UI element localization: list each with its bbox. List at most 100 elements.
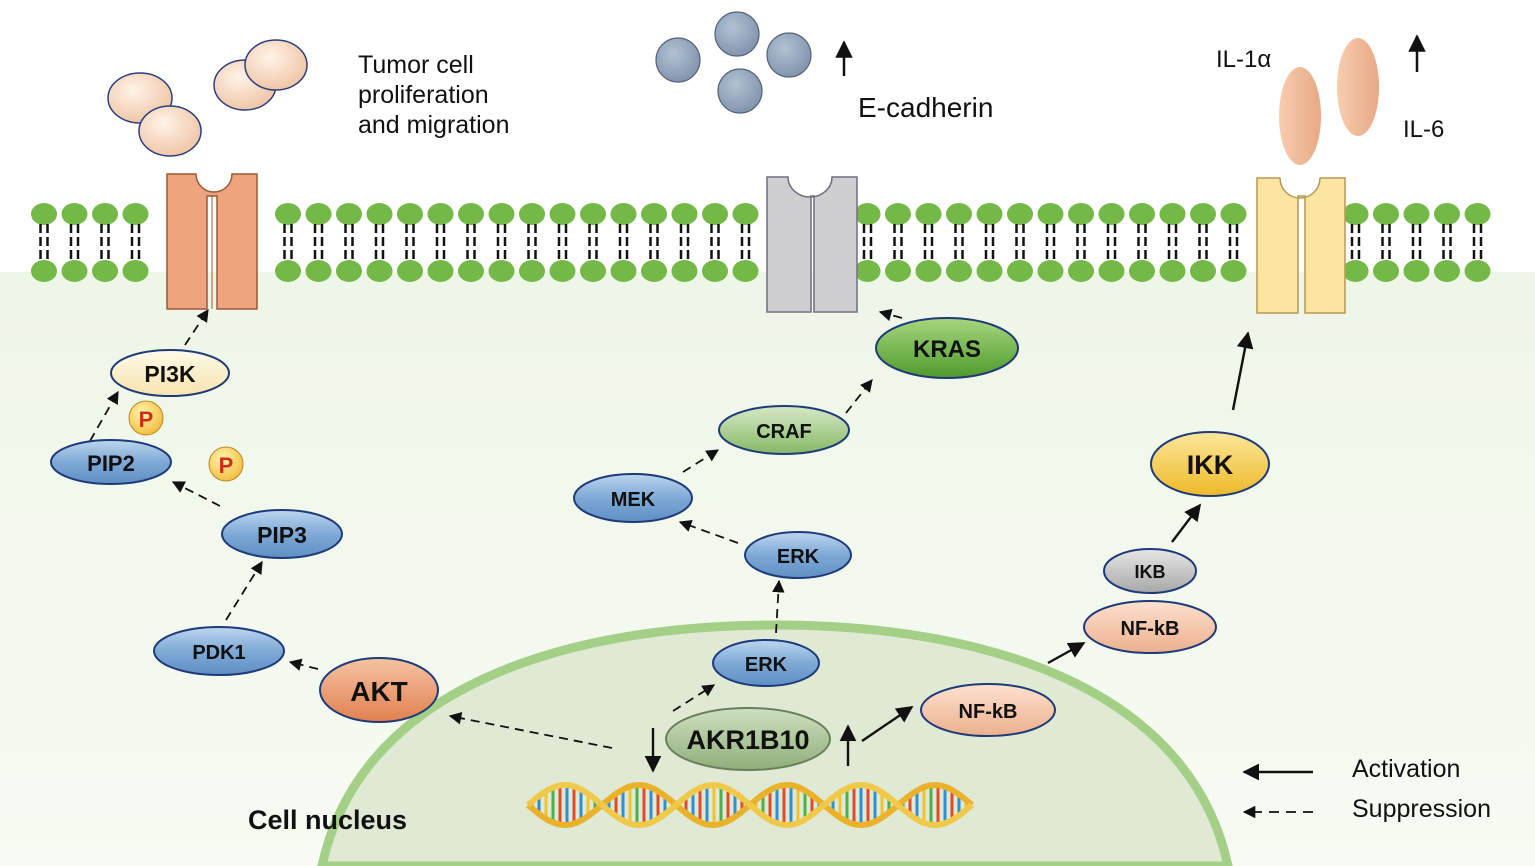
lipid-head — [641, 260, 667, 282]
tumor-label-line1: Tumor cell — [358, 51, 474, 79]
lipid-head — [885, 203, 911, 225]
suppression-arrows — [89, 308, 903, 749]
lipid-head — [122, 203, 149, 225]
lipid-head — [671, 203, 698, 225]
lipid-head — [275, 260, 301, 282]
lipid-head — [580, 260, 606, 282]
ecadherin-molecule — [766, 32, 812, 78]
arrow-akt-pdk1 — [288, 658, 319, 671]
lipid-head — [31, 260, 57, 282]
lipid-head — [1220, 260, 1247, 282]
lipid-head — [61, 260, 88, 282]
phospho-label: P — [139, 407, 154, 432]
lipid-head — [458, 203, 484, 225]
node-kras: KRAS — [875, 317, 1019, 379]
node-pi3k: PI3K — [110, 349, 230, 397]
lipid-head — [976, 203, 1003, 225]
cell-membrane — [31, 203, 1491, 282]
phospho-badge: P — [128, 400, 164, 436]
lipid-head — [1129, 260, 1155, 282]
lipid-head — [1464, 260, 1491, 282]
ecadherin-molecule — [717, 68, 763, 114]
lipid-head — [122, 260, 149, 282]
ecadherin-label: E-cadherin — [858, 92, 993, 123]
lipid-head — [1037, 260, 1064, 282]
lipid-head — [946, 203, 972, 225]
pdk1-label: PDK1 — [192, 642, 245, 664]
arrow-akr-akt — [448, 712, 613, 749]
lipid-head — [488, 203, 515, 225]
lipid-head — [549, 203, 576, 225]
lipid-head — [1098, 203, 1125, 225]
lipid-head — [580, 203, 606, 225]
dna-helix — [526, 781, 974, 829]
lipid-head — [854, 260, 881, 282]
arrow-kras-receptor — [878, 308, 903, 322]
il1-label: IL-1α — [1216, 46, 1271, 73]
lipid-head — [610, 203, 637, 225]
arrow-erk-erk — [772, 579, 785, 634]
lipid-head — [519, 203, 545, 225]
lipid-head — [1342, 203, 1369, 225]
lipid-head — [519, 260, 545, 282]
arrow-pip3-pip2 — [171, 481, 221, 507]
lipid-head — [1342, 260, 1369, 282]
tumor-label-line3: and migration — [358, 111, 509, 139]
lipid-head — [427, 203, 454, 225]
arrow-pi3k-receptor — [184, 308, 209, 346]
lipid-head — [1403, 203, 1430, 225]
lipid-head — [1159, 260, 1186, 282]
arrow-mek-craf — [682, 449, 720, 473]
receptor-gray — [766, 176, 858, 313]
phospho-label: P — [219, 453, 234, 478]
node-ikk: IKK — [1150, 431, 1270, 497]
ikk-label: IKK — [1187, 450, 1234, 480]
lipid-head — [885, 260, 911, 282]
lipid-head — [549, 260, 576, 282]
akr1b10-label: AKR1B10 — [686, 725, 809, 755]
lipid-head — [976, 260, 1003, 282]
lipid-head — [488, 260, 515, 282]
node-ikb: IKB — [1103, 548, 1197, 594]
erk-cytoplasm-label: ERK — [777, 546, 820, 568]
arrow-nfkb-nfkb — [1047, 641, 1086, 665]
lipid-head — [336, 260, 362, 282]
lipid-head — [336, 203, 362, 225]
lipid-head — [1403, 260, 1430, 282]
lipid-head — [610, 260, 637, 282]
lipid-head — [1129, 203, 1155, 225]
lipid-head — [641, 203, 667, 225]
il6-molecule — [1337, 38, 1379, 136]
tumor-label-line2: proliferation — [358, 81, 489, 109]
node-mek: MEK — [573, 473, 693, 523]
arrow-akr-erk — [672, 684, 716, 712]
ikb-label: IKB — [1135, 562, 1166, 582]
lipid-head — [1220, 203, 1247, 225]
lipid-head — [1464, 203, 1491, 225]
erk-nucleus-label: ERK — [745, 654, 788, 676]
arrow-ikb-ikk — [1171, 503, 1202, 543]
il1-molecule — [1279, 67, 1321, 165]
lipid-head — [1373, 260, 1399, 282]
lipid-head — [1007, 260, 1033, 282]
lipid-head — [458, 260, 484, 282]
nfkb-cytoplasm-label: NF-kB — [1121, 618, 1180, 640]
node-pip2: PIP2 — [50, 439, 172, 485]
nfkb-nucleus-label: NF-kB — [959, 701, 1018, 723]
kras-label: KRAS — [913, 336, 981, 363]
ecadherin-molecule — [714, 11, 760, 57]
lipid-head — [946, 260, 972, 282]
lipid-head — [854, 203, 881, 225]
lipid-head — [732, 260, 759, 282]
lipid-head — [305, 203, 332, 225]
arrow-pdk1-pip3 — [225, 560, 263, 621]
receptor-orange — [166, 173, 258, 310]
lipid-head — [1190, 260, 1216, 282]
arrow-erk-mek — [678, 519, 739, 544]
lipid-head — [1098, 260, 1125, 282]
lipid-head — [1434, 260, 1460, 282]
activation-arrows — [644, 331, 1254, 773]
tumor-cell — [138, 105, 202, 157]
